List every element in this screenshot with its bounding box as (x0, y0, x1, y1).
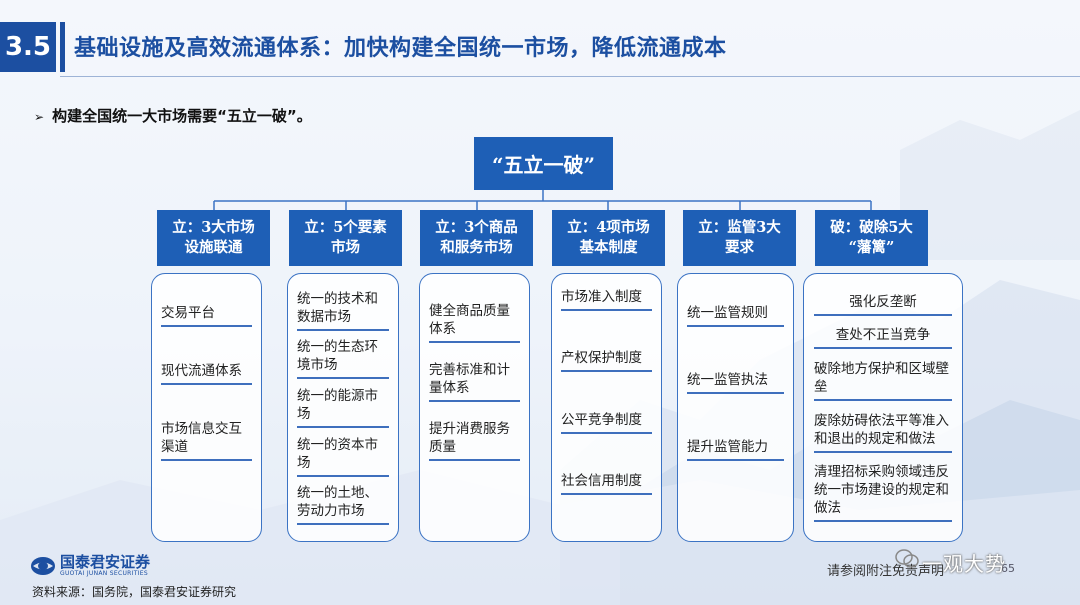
list-item: 统一的土地、劳动力市场 (297, 484, 389, 526)
column-body-3: 健全商品质量体系 完善标准和计量体系 提升消费服务质量 (419, 273, 530, 542)
root-node: “五立一破” (474, 137, 613, 190)
list-item: 统一的技术和数据市场 (297, 290, 389, 331)
company-logo: 国泰君安证券 GUOTAI JUNAN SECURITIES (30, 554, 150, 577)
list-item: 完善标准和计量体系 (429, 361, 520, 402)
page-number: 65 (1001, 562, 1015, 575)
bullet-arrow-icon: ➢ (34, 110, 45, 124)
section-number: 3.5 (0, 22, 56, 72)
list-item: 市场信息交互渠道 (161, 420, 252, 461)
list-item: 清理招标采购领域违反统一市场建设的规定和做法 (814, 463, 952, 523)
list-item: 统一监管执法 (687, 371, 784, 394)
column-body-2: 统一的技术和数据市场 统一的生态环境市场 统一的能源市场 统一的资本市场 统一的… (287, 273, 399, 542)
list-item: 废除妨碍依法平等准入和退出的规定和做法 (814, 412, 952, 453)
title-divider (60, 76, 1080, 77)
column-body-5: 统一监管规则 统一监管执法 提升监管能力 (677, 273, 794, 542)
list-item: 提升监管能力 (687, 438, 784, 461)
list-item: 统一的生态环境市场 (297, 338, 389, 380)
list-item: 强化反垄断 (814, 293, 952, 316)
subtitle-text: 构建全国统一大市场需要“五立一破”。 (52, 107, 312, 125)
list-item: 交易平台 (161, 304, 252, 327)
column-body-4: 市场准入制度 产权保护制度 公平竞争制度 社会信用制度 (551, 273, 662, 542)
logo-text-en: GUOTAI JUNAN SECURITIES (60, 570, 148, 577)
column-head-3: 立：3个商品 和服务市场 (420, 210, 533, 266)
list-item: 产权保护制度 (561, 349, 652, 373)
logo-emblem-icon (31, 556, 55, 575)
column-body-6: 强化反垄断 查处不正当竞争 破除地方保护和区域壁垒 废除妨碍依法平等准入和退出的… (803, 273, 963, 542)
list-item: 社会信用制度 (561, 472, 652, 495)
column-head-1: 立：3大市场 设施联通 (157, 210, 270, 266)
column-head-4: 立：4项市场 基本制度 (552, 210, 665, 266)
column-head-6: 破：破除5大 “藩篱” (815, 210, 928, 266)
list-item: 统一的资本市场 (297, 436, 389, 477)
column-head-5: 立：监管3大 要求 (683, 210, 796, 266)
list-item: 健全商品质量体系 (429, 302, 520, 343)
watermark-text: 一观大势 (922, 552, 1006, 576)
logo-text-cn: 国泰君安证券 (60, 553, 151, 571)
title-accent-bar (60, 22, 65, 72)
list-item: 公平竞争制度 (561, 411, 652, 434)
column-head-2: 立：5个要素 市场 (289, 210, 402, 266)
page-title: 基础设施及高效流通体系：加快构建全国统一市场，降低流通成本 (74, 36, 727, 61)
column-body-1: 交易平台 现代流通体系 市场信息交互渠道 (151, 273, 262, 542)
wechat-watermark-icon (895, 549, 919, 568)
list-item: 市场准入制度 (561, 288, 652, 311)
disclaimer-text: 请参阅附注免责声明 (827, 564, 945, 579)
list-item: 破除地方保护和区域壁垒 (814, 360, 952, 401)
list-item: 提升消费服务质量 (429, 420, 520, 461)
list-item: 统一监管规则 (687, 304, 784, 327)
list-item: 统一的能源市场 (297, 387, 389, 428)
list-item: 查处不正当竞争 (814, 326, 952, 350)
subtitle: ➢ 构建全国统一大市场需要“五立一破”。 (34, 105, 312, 126)
list-item: 现代流通体系 (161, 362, 252, 385)
source-note: 资料来源：国务院，国泰君安证券研究 (32, 585, 237, 599)
